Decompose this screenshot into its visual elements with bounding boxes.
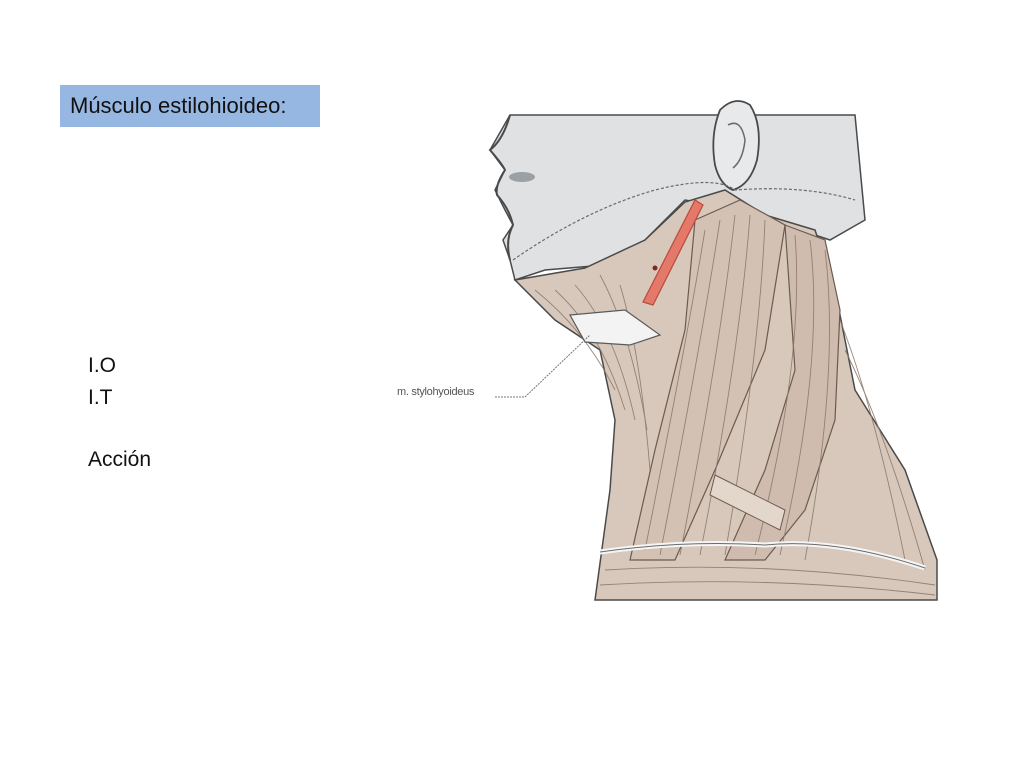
note-spacer [88,414,151,444]
neck-muscle-illustration [385,90,945,605]
stylohyoid-marker [652,265,658,271]
sternocleidomastoid [629,199,786,561]
slide-title-text: Músculo estilohioideo: [70,93,287,118]
stylohyoid-callout-label: m. stylohyoideus [397,386,475,398]
note-action: Acción [88,448,152,471]
slide-title: Músculo estilohioideo: [60,85,320,127]
note-origin: I.O [88,354,117,377]
nostril [509,172,535,182]
scalene-band [709,474,786,531]
callout-leader [495,334,591,398]
notes-list: I.O I.T Acción [88,350,151,476]
ear [712,100,760,191]
note-insertion: I.T [88,386,113,409]
face-profile [488,114,515,261]
stylohyoid-muscle-highlight [642,199,704,306]
hyoid-region [569,309,662,346]
jaw-line [512,181,856,261]
neck-anatomy-drawing [488,100,938,601]
head-skin [489,114,866,281]
posterior-band [724,224,841,561]
